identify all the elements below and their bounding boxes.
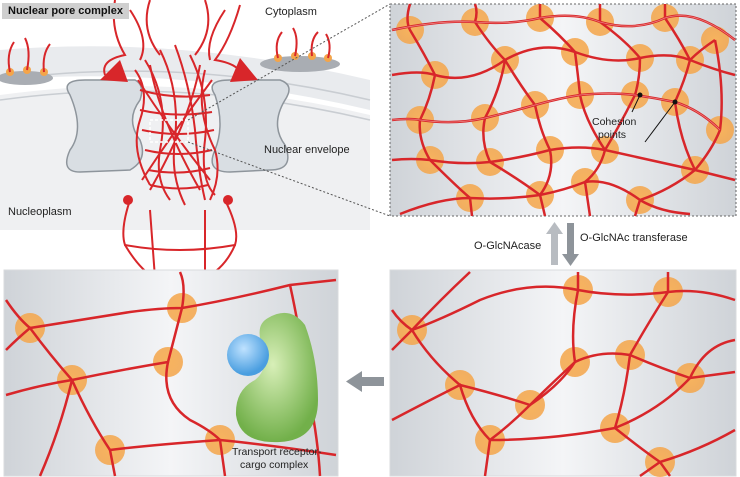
- envelope-left: [65, 79, 144, 173]
- fibers-loose: [390, 271, 736, 477]
- panel-dense-mesh: [389, 3, 737, 217]
- glcnacase-label: O-GlcNAcase: [474, 240, 542, 252]
- nuclear-envelope-label: Nuclear envelope: [264, 144, 350, 156]
- cohesion-points-label-line1: Cohesion: [592, 116, 637, 128]
- panel-transport: [3, 269, 339, 477]
- membrane-blob: [0, 71, 53, 85]
- down-arrow-icon: [562, 223, 579, 266]
- fg-nup-tangle: [103, 0, 242, 281]
- up-arrow-icon: [546, 222, 563, 265]
- nucleoplasm-label: Nucleoplasm: [8, 206, 72, 218]
- transport-label-line2: cargo complex: [240, 459, 309, 471]
- panel-loose-mesh: [389, 269, 737, 477]
- transport-label-line1: Transport receptor-: [232, 446, 322, 458]
- transferase-label: O-GlcNAc transferase: [580, 232, 688, 244]
- cargo: [227, 334, 269, 376]
- pore-overview: [0, 0, 391, 281]
- transport-receptor: [235, 312, 318, 443]
- diagram-title: Nuclear pore complex: [2, 3, 129, 19]
- cytoplasm-label: Cytoplasm: [265, 6, 317, 18]
- cohesion-points-label-line2: points: [598, 129, 627, 141]
- envelope-right: [211, 79, 290, 173]
- left-arrow-icon: [346, 371, 384, 392]
